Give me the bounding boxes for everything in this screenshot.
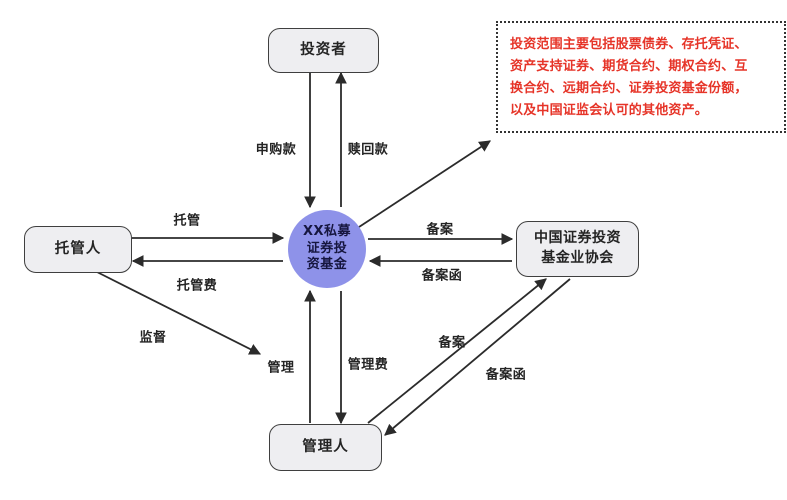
arrow-to-note bbox=[358, 140, 491, 228]
investment-scope-note: 投资范围主要包括股票债券、存托凭证、 资产支持证券、期货合约、期权合约、互 换合… bbox=[496, 21, 786, 133]
note-line-3: 换合约、远期合约、证券投资基金份额， bbox=[510, 81, 748, 96]
fund-label-line1: XX私募 bbox=[302, 223, 352, 239]
arrow-filing-letter-bottom bbox=[384, 278, 571, 436]
association-label-line2: 基金业协会 bbox=[541, 250, 614, 266]
manager-label: 管理人 bbox=[302, 439, 349, 456]
edge-label-filing-letter-bottom: 备案函 bbox=[485, 367, 527, 383]
edge-label-supervision: 监督 bbox=[139, 330, 167, 346]
arrow-supervision bbox=[96, 271, 262, 355]
fund-label-line2: 证券投 bbox=[306, 240, 348, 256]
edge-label-redemption: 赎回款 bbox=[347, 142, 389, 158]
edge-label-filing-letter-top: 备案函 bbox=[421, 268, 463, 284]
edge-label-management: 管理 bbox=[267, 360, 295, 376]
fund-label-line3: 资基金 bbox=[306, 257, 348, 273]
note-line-2: 资产支持证券、期货合约、期权合约、互 bbox=[510, 59, 748, 74]
edge-label-filing-top: 备案 bbox=[426, 222, 454, 238]
custodian-label: 托管人 bbox=[54, 241, 102, 258]
fund-circle-node: XX私募 证券投 资基金 bbox=[288, 210, 366, 288]
edge-label-management-fee: 管理费 bbox=[347, 357, 389, 373]
association-node: 中国证券投资 基金业协会 bbox=[516, 221, 639, 277]
note-line-4: 以及中国证监会认可的其他资产。 bbox=[510, 103, 709, 118]
investor-label: 投资者 bbox=[300, 42, 347, 59]
edge-label-filing-bottom: 备案 bbox=[438, 335, 466, 351]
edge-label-custody-fee: 托管费 bbox=[176, 278, 218, 294]
investor-node: 投资者 bbox=[268, 28, 379, 73]
arrow-filing-bottom bbox=[367, 278, 547, 424]
manager-node: 管理人 bbox=[269, 424, 382, 471]
edge-label-subscription: 申购款 bbox=[255, 142, 297, 158]
association-label-line1: 中国证券投资 bbox=[534, 230, 621, 247]
edge-label-custody: 托管 bbox=[173, 213, 201, 229]
custodian-node: 托管人 bbox=[24, 226, 132, 273]
note-line-1: 投资范围主要包括股票债券、存托凭证、 bbox=[510, 37, 748, 52]
